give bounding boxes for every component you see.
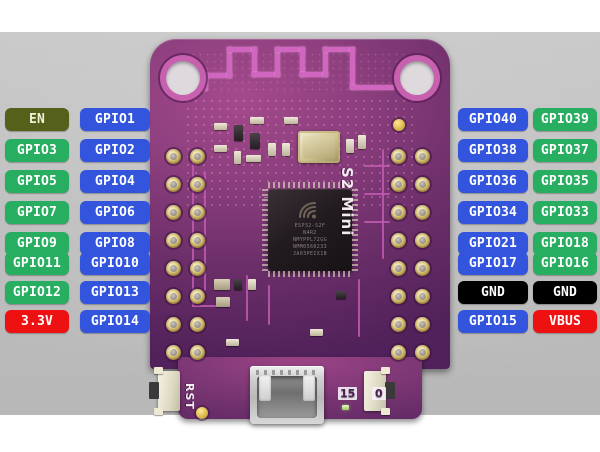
silk-label-15: 15 bbox=[338, 387, 358, 400]
usb-c-connector[interactable] bbox=[250, 366, 324, 424]
mounting-hole-right bbox=[400, 61, 434, 95]
crystal-oscillator bbox=[298, 131, 340, 163]
pin-label-gpio16[interactable]: GPIO16 bbox=[533, 252, 597, 275]
pin-label-gpio33[interactable]: GPIO33 bbox=[533, 201, 597, 224]
pin-label-gpio6[interactable]: GPIO6 bbox=[80, 201, 150, 224]
pin-label-gnd-2[interactable]: GND bbox=[533, 281, 597, 304]
pin-label-gnd-1[interactable]: GND bbox=[458, 281, 528, 304]
pin-label-gpio36[interactable]: GPIO36 bbox=[458, 170, 528, 193]
pin-label-gpio38[interactable]: GPIO38 bbox=[458, 139, 528, 162]
pin-label-gpio8[interactable]: GPIO8 bbox=[80, 232, 150, 255]
pin-label-gpio37[interactable]: GPIO37 bbox=[533, 139, 597, 162]
pin-label-gpio7[interactable]: GPIO7 bbox=[5, 201, 69, 224]
status-led bbox=[342, 405, 349, 410]
pin-label-gpio34[interactable]: GPIO34 bbox=[458, 201, 528, 224]
espressif-logo-icon bbox=[298, 201, 317, 219]
pin-label-gpio40[interactable]: GPIO40 bbox=[458, 108, 528, 131]
pin-label-gpio11[interactable]: GPIO11 bbox=[5, 252, 69, 275]
pin-label-gpio2[interactable]: GPIO2 bbox=[80, 139, 150, 162]
pin-label-gpio21[interactable]: GPIO21 bbox=[458, 232, 528, 255]
pin-label-gpio3[interactable]: GPIO3 bbox=[5, 139, 69, 162]
pin-label-gpio18[interactable]: GPIO18 bbox=[533, 232, 597, 255]
pin-label-gpio14[interactable]: GPIO14 bbox=[80, 310, 150, 333]
pin-label-gpio13[interactable]: GPIO13 bbox=[80, 281, 150, 304]
silk-label-0: 0 bbox=[372, 387, 386, 400]
reset-button[interactable] bbox=[149, 367, 180, 415]
silk-label-rst: RST bbox=[183, 383, 196, 410]
pin-label-gpio17[interactable]: GPIO17 bbox=[458, 252, 528, 275]
pin-label-gpio9[interactable]: GPIO9 bbox=[5, 232, 69, 255]
board-silkscreen-name: S2 Mini bbox=[338, 167, 356, 237]
pin-label-vbus[interactable]: VBUS bbox=[533, 310, 597, 333]
pin-label-gpio4[interactable]: GPIO4 bbox=[80, 170, 150, 193]
pin-label-gpio39[interactable]: GPIO39 bbox=[533, 108, 597, 131]
pin-label-gpio10[interactable]: GPIO10 bbox=[80, 252, 150, 275]
pin-label-gpio15[interactable]: GPIO15 bbox=[458, 310, 528, 333]
tab-test-pad bbox=[196, 407, 208, 419]
pin-label-3v3[interactable]: 3.3V bbox=[5, 310, 69, 333]
pin-label-gpio5[interactable]: GPIO5 bbox=[5, 170, 69, 193]
pin-label-gpio12[interactable]: GPIO12 bbox=[5, 281, 69, 304]
pcb-antenna bbox=[202, 45, 398, 91]
pin-label-gpio1[interactable]: GPIO1 bbox=[80, 108, 150, 131]
pin-label-gpio35[interactable]: GPIO35 bbox=[533, 170, 597, 193]
mounting-hole-left bbox=[166, 61, 200, 95]
pin-label-en[interactable]: EN bbox=[5, 108, 69, 131]
